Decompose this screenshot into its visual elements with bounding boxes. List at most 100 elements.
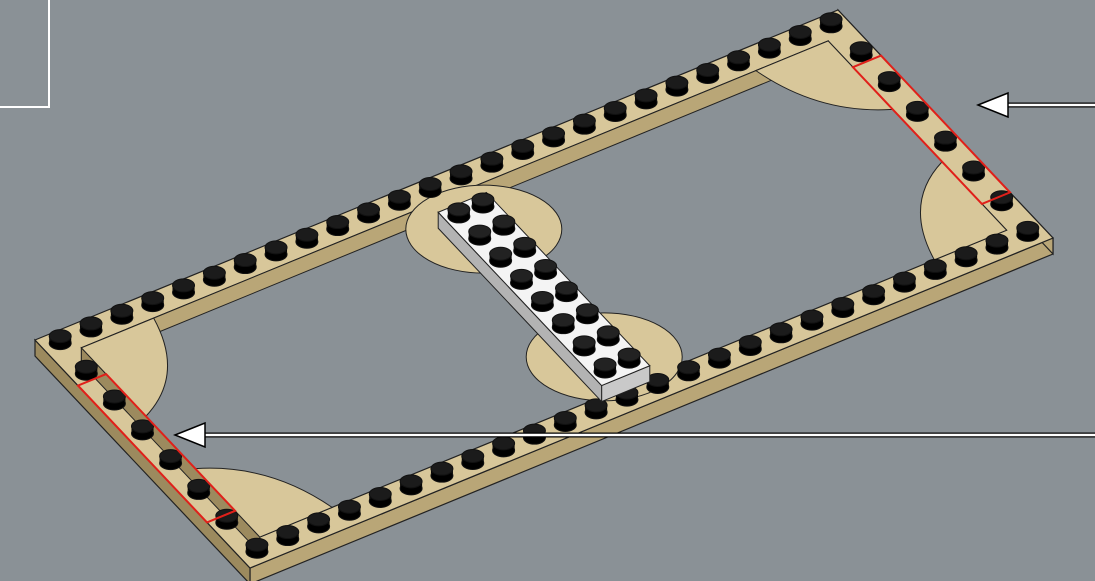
stud-top <box>604 101 626 114</box>
white-plate-stud <box>472 193 494 213</box>
stud-top <box>142 292 164 305</box>
stud-far-edge <box>820 13 842 33</box>
stud-near-edge <box>893 272 915 292</box>
stud-top <box>400 475 422 488</box>
white-plate-stud <box>490 247 512 267</box>
stud-right-edge <box>878 72 900 92</box>
frame-front-face <box>250 238 1053 581</box>
stud-top <box>203 266 225 279</box>
stud-top <box>597 326 619 339</box>
white-plate-stud <box>618 348 640 368</box>
stud-right-edge <box>934 131 956 151</box>
stud-top <box>512 140 534 153</box>
white-plate-stud <box>531 292 553 312</box>
stud-right-edge <box>906 101 928 121</box>
stud-near-edge <box>493 437 515 457</box>
stud-top <box>573 114 595 127</box>
white-plate-stud <box>573 336 595 356</box>
stud-far-edge <box>543 127 565 147</box>
stud-top <box>543 127 565 140</box>
stud-left-edge <box>216 509 238 529</box>
stud-near-edge <box>708 348 730 368</box>
stud-top <box>338 500 360 513</box>
stud-top <box>388 190 410 203</box>
stud-top <box>678 361 700 374</box>
stud-right-edge <box>850 42 872 62</box>
stud-near-edge <box>863 285 885 305</box>
stud-top <box>789 25 811 38</box>
stud-top <box>450 165 472 178</box>
stud-near-edge <box>554 411 576 431</box>
stud-top <box>49 330 71 343</box>
stud-top <box>554 411 576 424</box>
stud-top <box>770 323 792 336</box>
stud-top <box>493 437 515 450</box>
stud-right-edge <box>991 191 1013 211</box>
stud-far-edge <box>358 203 380 223</box>
stud-top <box>758 38 780 51</box>
arrow-head <box>978 93 1008 117</box>
stud-near-edge <box>308 513 330 533</box>
stud-far-edge <box>789 25 811 45</box>
stud-left-edge <box>160 450 182 470</box>
stud-near-edge <box>924 259 946 279</box>
stud-top <box>462 450 484 463</box>
stud-far-edge <box>203 266 225 286</box>
stud-top <box>573 336 595 349</box>
stud-far-edge <box>728 51 750 71</box>
stud-top <box>552 314 574 327</box>
stud-top <box>618 348 640 361</box>
stud-left-edge <box>75 360 97 380</box>
stud-top <box>555 282 577 295</box>
callout-arrow-left <box>175 423 1095 447</box>
stud-top <box>75 360 97 373</box>
stud-far-edge <box>296 228 318 248</box>
stud-far-edge <box>80 317 102 337</box>
stud-top <box>531 292 553 305</box>
stud-far-edge <box>512 140 534 160</box>
stud-near-edge <box>277 526 299 546</box>
stud-far-edge <box>758 38 780 58</box>
stud-top <box>431 462 453 475</box>
stud-left-edge <box>188 479 210 499</box>
stud-near-edge <box>678 361 700 381</box>
stud-top <box>490 247 512 260</box>
stud-top <box>234 254 256 267</box>
stud-top <box>472 193 494 206</box>
stud-top <box>448 203 470 216</box>
stud-top <box>173 279 195 292</box>
white-plate-stud <box>511 269 533 289</box>
stud-top <box>481 152 503 165</box>
stud-top <box>469 225 491 238</box>
callout-arrow-right <box>978 93 1095 117</box>
stud-far-edge <box>419 178 441 198</box>
stud-top <box>820 13 842 26</box>
stud-top <box>277 526 299 539</box>
stud-top <box>493 215 515 228</box>
stud-top <box>697 63 719 76</box>
stud-near-edge <box>986 234 1008 254</box>
stud-top <box>728 51 750 64</box>
stud-top <box>246 538 268 551</box>
stud-top <box>296 228 318 241</box>
white-plate-stud <box>469 225 491 245</box>
white-plate-stud <box>535 259 557 279</box>
stud-top <box>739 335 761 348</box>
stud-top <box>801 310 823 323</box>
stud-far-edge <box>49 330 71 350</box>
stud-near-edge <box>462 450 484 470</box>
stud-top <box>1017 221 1039 234</box>
stud-top <box>308 513 330 526</box>
stud-far-edge <box>327 216 349 236</box>
stud-far-edge <box>142 292 164 312</box>
stud-left-edge <box>103 390 125 410</box>
white-plate-stud <box>594 358 616 378</box>
stud-top <box>514 237 536 250</box>
white-plate-stud <box>514 237 536 257</box>
stud-far-edge <box>604 101 626 121</box>
stud-near-edge <box>338 500 360 520</box>
stud-near-edge <box>431 462 453 482</box>
stud-top <box>419 178 441 191</box>
stud-near-edge <box>1017 221 1039 241</box>
